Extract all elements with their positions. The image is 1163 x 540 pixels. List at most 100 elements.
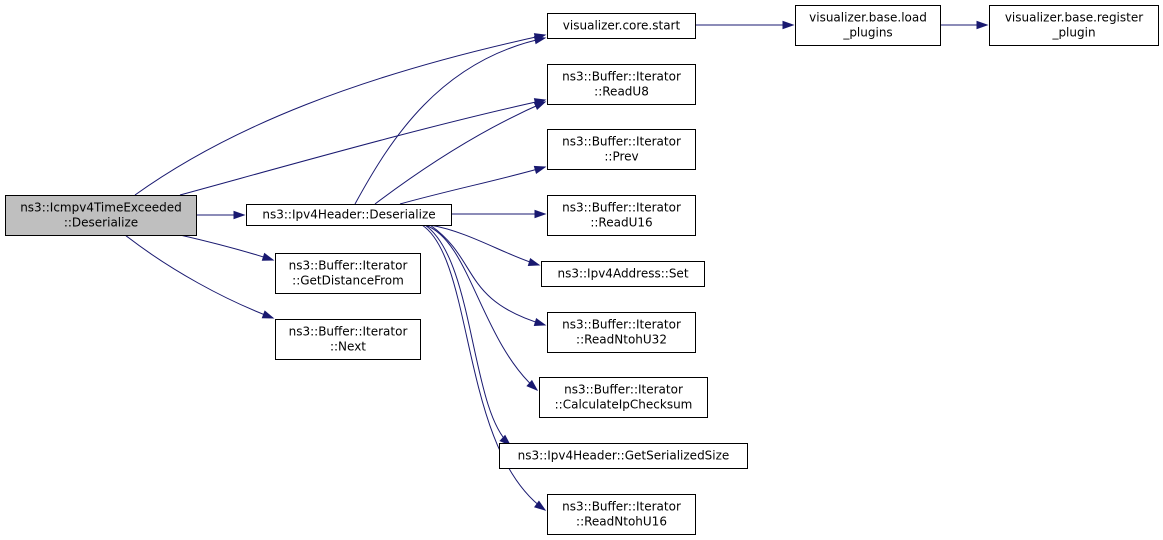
- node-readntohu32[interactable]: ns3::Buffer::Iterator::ReadNtohU32: [547, 312, 696, 353]
- edge-line: [424, 224, 511, 446]
- edge-root-to-readu8: [179, 98, 547, 196]
- node-label-line: ns3::Ipv4Address::Set: [557, 267, 688, 281]
- node-label-line: ns3::Buffer::Iterator: [562, 135, 681, 149]
- arrowhead: [533, 101, 547, 111]
- node-readntohu16[interactable]: ns3::Buffer::Iterator::ReadNtohU16: [547, 494, 696, 535]
- node-viz-load[interactable]: visualizer.base.load_plugins: [795, 5, 941, 46]
- node-label-line: ns3::Icmpv4TimeExceeded: [20, 201, 182, 215]
- node-calc-cksum[interactable]: ns3::Buffer::Iterator::CalculateIpChecks…: [539, 377, 708, 418]
- edge-ipv4hdr_deser-to-readntohu32: [429, 224, 547, 327]
- edge-line: [429, 224, 546, 326]
- node-label-line: visualizer.base.load: [809, 11, 927, 25]
- edge-ipv4hdr_deser-to-calc_cksum: [424, 224, 539, 392]
- arrowhead: [499, 434, 512, 447]
- node-get-ser-size[interactable]: ns3::Ipv4Header::GetSerializedSize: [499, 443, 748, 469]
- node-label-line: ::ReadU16: [590, 216, 652, 230]
- edge-ipv4hdr_deser-to-prev: [399, 165, 547, 205]
- node-box: [499, 443, 748, 469]
- edge-line: [424, 224, 538, 391]
- node-addr-set[interactable]: ns3::Ipv4Address::Set: [541, 261, 705, 287]
- edge-line: [354, 37, 546, 205]
- arrowhead: [976, 20, 989, 30]
- edge-viz_start-to-viz_load: [695, 20, 795, 30]
- edge-ipv4hdr_deser-to-viz_start: [354, 36, 547, 205]
- node-ipv4hdr-deser[interactable]: ns3::Ipv4Header::Deserialize: [246, 204, 452, 226]
- node-label-line: visualizer.base.register: [1005, 11, 1143, 25]
- node-readu16[interactable]: ns3::Buffer::Iterator::ReadU16: [547, 195, 696, 236]
- node-box: [547, 129, 696, 170]
- node-box: [547, 195, 696, 236]
- node-label-line: ::ReadNtohU16: [576, 515, 667, 529]
- node-label-line: ns3::Buffer::Iterator: [289, 325, 408, 339]
- node-label-line: ns3::Ipv4Header::GetSerializedSize: [518, 449, 730, 463]
- arrowhead: [233, 210, 246, 220]
- arrowhead: [782, 20, 795, 30]
- edge-root-to-next: [124, 234, 275, 319]
- node-readu8[interactable]: ns3::Buffer::Iterator::ReadU8: [547, 64, 696, 105]
- node-label-line: ::Deserialize: [64, 216, 138, 230]
- node-label-line: ns3::Buffer::Iterator: [564, 383, 683, 397]
- arrowhead: [533, 36, 547, 45]
- edge-root-to-get_distance: [179, 234, 275, 261]
- node-label-line: ns3::Buffer::Iterator: [289, 259, 408, 273]
- node-box: [547, 13, 696, 39]
- arrowhead: [527, 257, 541, 266]
- node-label-line: ns3::Ipv4Header::Deserialize: [262, 208, 435, 222]
- edge-line: [124, 234, 274, 319]
- node-box: [989, 5, 1159, 46]
- node-box: [275, 253, 421, 294]
- node-label-line: ns3::Buffer::Iterator: [562, 500, 681, 514]
- arrowhead: [534, 209, 547, 219]
- node-viz-start[interactable]: visualizer.core.start: [547, 13, 696, 39]
- node-label-line: ::ReadNtohU32: [576, 333, 667, 347]
- edge-line: [399, 166, 546, 205]
- edge-line: [179, 234, 274, 261]
- node-box: [795, 5, 941, 46]
- edge-line: [134, 34, 546, 196]
- edges-layer: [124, 20, 989, 511]
- nodes-layer: ns3::Icmpv4TimeExceeded::Deserializens3:…: [5, 5, 1159, 535]
- node-box: [541, 261, 705, 287]
- node-prev[interactable]: ns3::Buffer::Iterator::Prev: [547, 129, 696, 170]
- arrowhead: [533, 165, 547, 174]
- node-box: [539, 377, 708, 418]
- node-box: [547, 494, 696, 535]
- edge-viz_load-to-viz_register: [940, 20, 989, 30]
- edge-line: [421, 224, 546, 511]
- edge-root-to-ipv4hdr_deser: [196, 210, 246, 220]
- node-label-line: ::GetDistanceFrom: [292, 274, 404, 288]
- node-box: [5, 195, 197, 236]
- node-label-line: ns3::Buffer::Iterator: [562, 201, 681, 215]
- arrowhead: [533, 317, 547, 327]
- edge-line: [374, 101, 546, 205]
- node-viz-register[interactable]: visualizer.base.register_plugin: [989, 5, 1159, 46]
- arrowhead: [261, 252, 275, 261]
- node-box: [275, 319, 421, 360]
- arrowhead: [534, 500, 547, 511]
- node-label-line: visualizer.core.start: [563, 19, 681, 33]
- node-get-distance[interactable]: ns3::Buffer::Iterator::GetDistanceFrom: [275, 253, 421, 294]
- node-label-line: ::ReadU8: [594, 85, 649, 99]
- node-label-line: _plugins: [842, 26, 892, 40]
- node-label-line: ::Prev: [604, 150, 638, 164]
- node-box: [547, 312, 696, 353]
- node-label-line: ns3::Buffer::Iterator: [562, 70, 681, 84]
- node-label-line: ns3::Buffer::Iterator: [562, 318, 681, 332]
- node-next[interactable]: ns3::Buffer::Iterator::Next: [275, 319, 421, 360]
- arrowhead: [261, 310, 275, 319]
- edge-ipv4hdr_deser-to-readntohu16: [421, 224, 547, 511]
- arrowhead: [526, 379, 539, 392]
- node-label-line: ::Next: [330, 340, 366, 354]
- node-root[interactable]: ns3::Icmpv4TimeExceeded::Deserialize: [5, 195, 197, 236]
- edge-ipv4hdr_deser-to-get_ser_size: [424, 224, 512, 447]
- edge-ipv4hdr_deser-to-readu8: [374, 101, 547, 205]
- edge-line: [429, 224, 540, 266]
- node-box: [547, 64, 696, 105]
- edge-ipv4hdr_deser-to-readu16: [451, 209, 547, 219]
- node-label-line: ::CalculateIpChecksum: [555, 398, 693, 412]
- edge-line: [179, 99, 546, 196]
- node-label-line: _plugin: [1051, 26, 1095, 40]
- node-box: [246, 204, 452, 226]
- edge-ipv4hdr_deser-to-addr_set: [429, 224, 541, 266]
